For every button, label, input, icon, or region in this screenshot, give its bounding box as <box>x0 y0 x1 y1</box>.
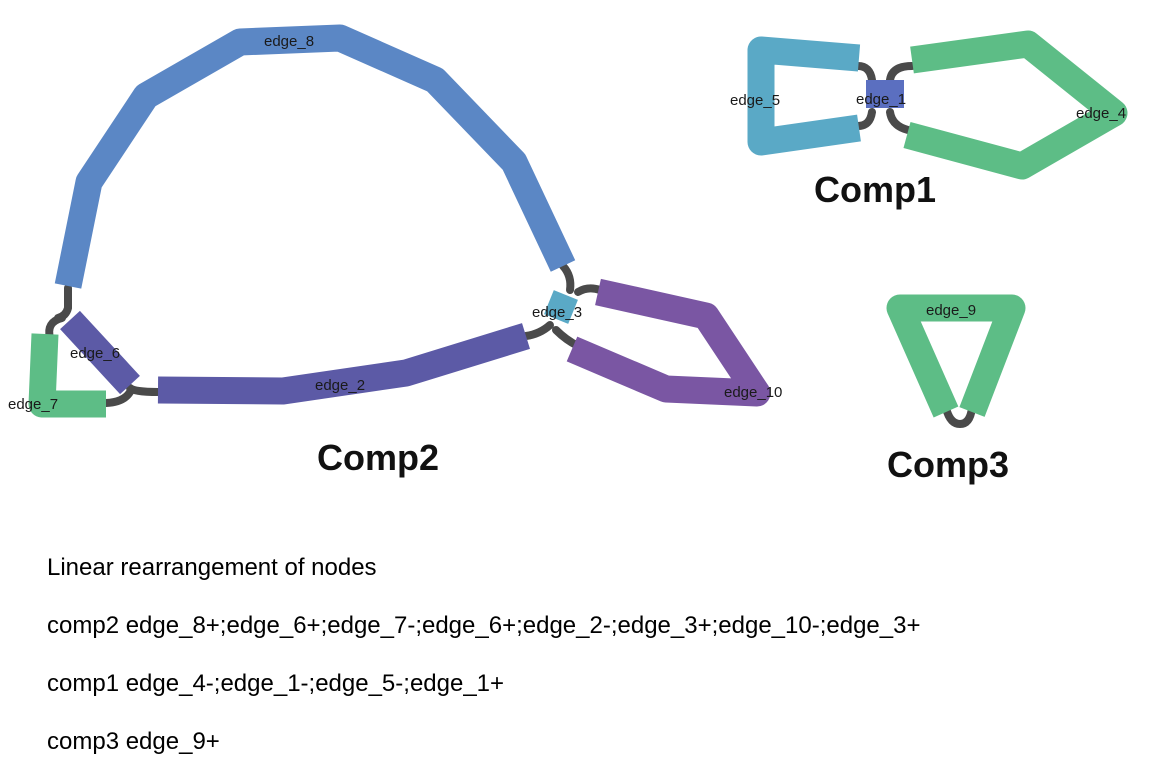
edge-4-label: edge_4 <box>1076 105 1126 122</box>
edge-6-label: edge_6 <box>70 345 120 362</box>
edge-5-segment <box>747 36 861 156</box>
link-edge1-edge4a <box>886 62 916 84</box>
comp1-path-line: comp1 edge_4-;edge_1-;edge_5-;edge_1+ <box>47 670 505 697</box>
component-comp2: edge_8 edge_6 edge_7 edge_2 edge_3 edge_… <box>8 24 782 478</box>
comp1-title: Comp1 <box>814 169 936 210</box>
rearrangement-heading: Linear rearrangement of nodes <box>47 554 377 581</box>
link-edge5-edge1b <box>854 108 876 130</box>
link-edge3-edge10a <box>574 284 604 296</box>
edge-3-segment <box>544 290 578 324</box>
edge-10-label: edge_10 <box>724 384 782 401</box>
link-edge7-edge6 <box>102 388 134 407</box>
edge-1-segment <box>866 80 904 108</box>
edge-10-segment <box>566 278 771 407</box>
edge-5-label: edge_5 <box>730 92 780 109</box>
edge-4-segment <box>903 30 1128 180</box>
linear-rearrangement-text: Linear rearrangement of nodes comp2 edge… <box>47 548 920 780</box>
comp1-links <box>854 62 916 134</box>
assembly-graph: edge_8 edge_6 edge_7 edge_2 edge_3 edge_… <box>8 24 1128 485</box>
link-edge5-edge1a <box>854 62 876 84</box>
comp2-path-line: comp2 edge_8+;edge_6+;edge_7-;edge_6+;ed… <box>47 612 921 639</box>
edge-7-label: edge_7 <box>8 396 58 413</box>
link-edge8-edge6 <box>54 284 72 322</box>
comp3-path-line: comp3 edge_9+ <box>47 728 220 755</box>
link-edge2-edge3 <box>522 321 554 340</box>
edge-9-label: edge_9 <box>926 302 976 319</box>
link-edge1-edge4b <box>886 108 912 134</box>
comp3-title: Comp3 <box>887 444 1009 485</box>
edge-6-segment <box>60 310 140 395</box>
edge-7-segment <box>28 333 106 418</box>
comp2-title: Comp2 <box>317 437 439 478</box>
link-edge9-loop <box>942 404 976 429</box>
edge-2-segment <box>157 323 530 405</box>
edge-3-label: edge_3 <box>532 304 582 321</box>
edge-2-label: edge_2 <box>315 377 365 394</box>
link-edge6-edge2 <box>126 384 162 396</box>
edge-8-label: edge_8 <box>264 33 314 50</box>
edge-8-segment <box>54 24 576 289</box>
component-comp3: edge_9 Comp3 <box>886 294 1026 485</box>
link-edge8-edge3 <box>559 262 575 294</box>
edge-9-segment <box>886 294 1026 418</box>
comp2-links <box>45 262 604 407</box>
edge-1-label: edge_1 <box>856 91 906 108</box>
component-comp1: edge_5 edge_1 edge_4 Comp1 <box>730 30 1128 210</box>
